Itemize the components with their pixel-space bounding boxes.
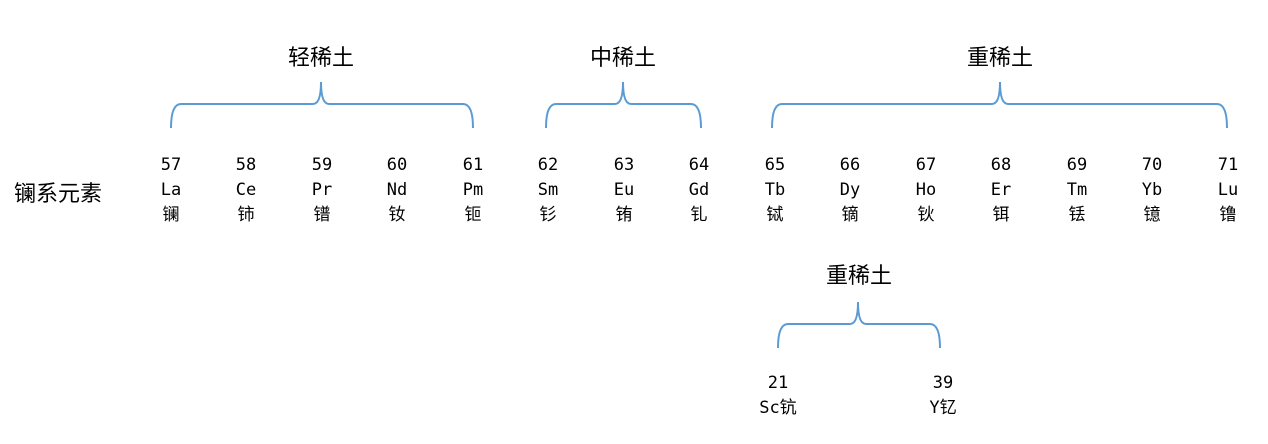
heavy-rare-earth-bracket (771, 81, 1228, 129)
element-number: 62 (537, 155, 559, 175)
element-symbol: Nd (386, 180, 408, 200)
element-pm: 61 Pm 钷 (443, 153, 503, 228)
element-name: 铥 (1068, 205, 1086, 225)
element-symbol: Ho (915, 180, 937, 200)
element-number: 60 (386, 155, 408, 175)
element-name: 镱 (1143, 205, 1161, 225)
element-symbol-name: Sc钪 (759, 398, 797, 418)
element-la: 57 La 镧 (141, 153, 201, 228)
element-ce: 58 Ce 铈 (216, 153, 276, 228)
element-dy: 66 Dy 镝 (820, 153, 880, 228)
element-tm: 69 Tm 铥 (1047, 153, 1107, 228)
element-symbol: Eu (613, 180, 635, 200)
element-number: 68 (990, 155, 1012, 175)
element-number: 66 (839, 155, 861, 175)
element-symbol: Lu (1217, 180, 1239, 200)
element-name: 钷 (464, 205, 482, 225)
element-lu: 71 Lu 镥 (1198, 153, 1258, 228)
group-label-light: 轻稀土 (287, 46, 354, 71)
element-name: 钬 (917, 205, 935, 225)
element-pr: 59 Pr 镨 (292, 153, 352, 228)
element-number: 58 (235, 155, 257, 175)
element-name: 钕 (388, 205, 406, 225)
element-name: 铒 (992, 205, 1010, 225)
element-number: 69 (1066, 155, 1088, 175)
element-name: 镝 (841, 205, 859, 225)
element-symbol: La (160, 180, 182, 200)
element-sm: 62 Sm 钐 (518, 153, 578, 228)
element-symbol: Pm (462, 180, 484, 200)
element-number: 71 (1217, 155, 1239, 175)
element-name: 镧 (162, 205, 180, 225)
element-symbol: Tb (764, 180, 786, 200)
element-y: 39 Y钇 (903, 371, 983, 421)
element-number: 70 (1141, 155, 1163, 175)
group-label-middle: 中稀土 (589, 46, 656, 71)
element-number: 61 (462, 155, 484, 175)
element-tb: 65 Tb 铽 (745, 153, 805, 228)
element-symbol-name: Y钇 (929, 398, 957, 418)
element-nd: 60 Nd 钕 (367, 153, 427, 228)
element-er: 68 Er 铒 (971, 153, 1031, 228)
element-symbol: Sm (537, 180, 559, 200)
element-symbol: Gd (688, 180, 710, 200)
element-number: 39 (932, 373, 954, 393)
element-number: 63 (613, 155, 635, 175)
element-gd: 64 Gd 钆 (669, 153, 729, 228)
light-rare-earth-bracket (170, 81, 474, 129)
element-number: 57 (160, 155, 182, 175)
element-name: 钐 (539, 205, 557, 225)
element-symbol: Er (990, 180, 1012, 200)
element-number: 67 (915, 155, 937, 175)
element-number: 59 (311, 155, 333, 175)
element-name: 铕 (615, 205, 633, 225)
element-ho: 67 Ho 钬 (896, 153, 956, 228)
element-symbol: Dy (839, 180, 861, 200)
group-label-extra-heavy: 重稀土 (825, 264, 892, 289)
element-name: 钆 (690, 205, 708, 225)
element-name: 铽 (766, 205, 784, 225)
middle-rare-earth-bracket (545, 81, 702, 129)
element-eu: 63 Eu 铕 (594, 153, 654, 228)
element-symbol: Yb (1141, 180, 1163, 200)
lanthanide-row-label: 镧系元素 (14, 182, 103, 207)
element-number: 65 (764, 155, 786, 175)
element-symbol: Pr (311, 180, 333, 200)
element-symbol: Tm (1066, 180, 1088, 200)
extra-heavy-rare-earth-bracket (777, 301, 941, 349)
element-name: 镥 (1219, 205, 1237, 225)
element-name: 镨 (313, 205, 331, 225)
group-label-heavy: 重稀土 (966, 46, 1033, 71)
element-yb: 70 Yb 镱 (1122, 153, 1182, 228)
element-number: 64 (688, 155, 710, 175)
element-number: 21 (767, 373, 789, 393)
element-name: 铈 (237, 205, 255, 225)
element-symbol: Ce (235, 180, 257, 200)
element-sc: 21 Sc钪 (738, 371, 818, 421)
